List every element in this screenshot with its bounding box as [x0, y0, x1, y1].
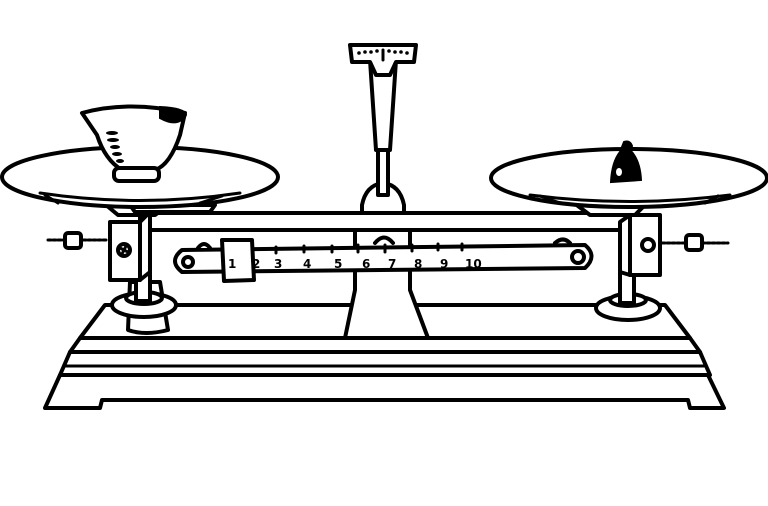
upper-beam	[138, 211, 632, 232]
scale-base	[43, 303, 726, 410]
weight	[609, 140, 643, 184]
scale-label-7: 7	[388, 257, 396, 271]
scale-label-10: 10	[465, 257, 482, 271]
graduated-cup	[80, 104, 188, 183]
graduated-beam: 1 2 3 4 5 6 7 8 9 10	[173, 235, 594, 283]
left-bracket	[46, 210, 178, 335]
scale-label-5: 5	[334, 257, 342, 271]
scale-label-6: 6	[362, 257, 370, 271]
pointer-scale	[348, 43, 418, 77]
tick-marks	[274, 242, 464, 255]
right-bracket	[594, 213, 730, 322]
scale-label-2: 2	[252, 257, 260, 271]
rider-weight[interactable]	[220, 238, 256, 283]
scale-label-8: 8	[414, 257, 422, 271]
scale-label-4: 4	[303, 257, 311, 271]
scale-label-3: 3	[274, 257, 282, 271]
scale-label-9: 9	[440, 257, 448, 271]
scale-label-1: 1	[228, 257, 236, 271]
center-pillar	[343, 58, 430, 340]
